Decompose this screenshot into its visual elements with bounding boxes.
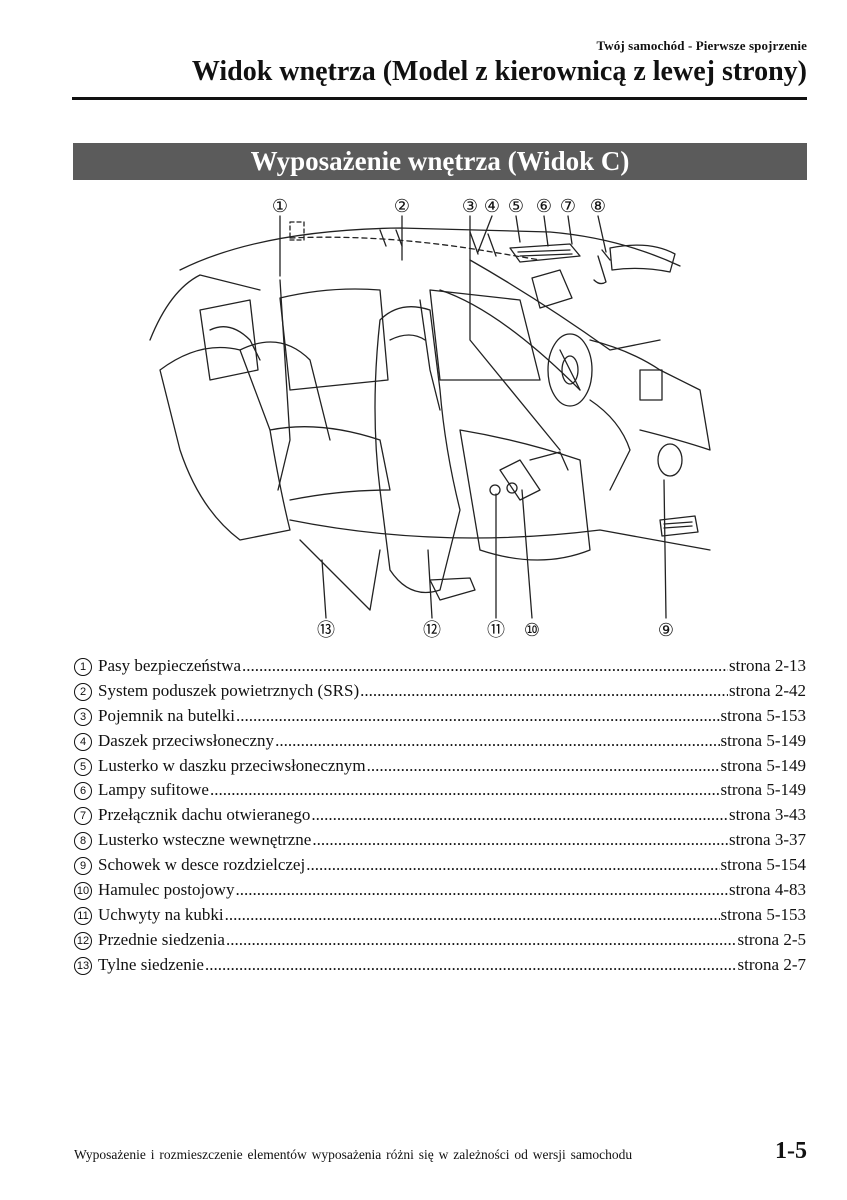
callout-8: ⑧ bbox=[590, 196, 606, 216]
chapter-heading: Twój samochód - Pierwsze spojrzenie bbox=[596, 38, 807, 53]
page-title: Widok wnętrza (Model z kierownicą z lewe… bbox=[191, 56, 807, 87]
callout-12: ⑫ bbox=[423, 620, 441, 640]
legend-item: 3 Pojemnik na butelki strona 5-153 bbox=[74, 704, 806, 729]
title-divider bbox=[72, 97, 807, 100]
legend-page-ref: strona 2-5 bbox=[737, 929, 806, 949]
footer-note: Wyposażenie i rozmieszczenie elementów w… bbox=[74, 1147, 633, 1162]
legend-item: 13 Tylne siedzenie strona 2-7 bbox=[74, 953, 806, 978]
leader-dots bbox=[225, 903, 720, 928]
legend-page-ref: strona 3-37 bbox=[729, 830, 806, 850]
leader-dots bbox=[367, 754, 720, 779]
legend-number: 5 bbox=[74, 757, 92, 776]
legend-label: Tylne siedzenie bbox=[98, 954, 204, 974]
leader-dots bbox=[205, 953, 737, 978]
legend-item: 11 Uchwyty na kubki strona 5-153 bbox=[74, 903, 806, 928]
legend-label: Przełącznik dachu otwieranego bbox=[98, 805, 311, 825]
legend-number: 7 bbox=[74, 807, 92, 826]
legend-page-ref: strona 5-149 bbox=[720, 755, 806, 775]
callout-13: ⑬ bbox=[317, 620, 335, 640]
legend-item: 9 Schowek w desce rozdzielczej strona 5-… bbox=[74, 853, 806, 878]
callout-3: ③ bbox=[462, 196, 478, 216]
legend-page-ref: strona 2-7 bbox=[737, 954, 806, 974]
legend-page-ref: strona 2-13 bbox=[729, 656, 806, 675]
legend-number: 11 bbox=[74, 906, 92, 925]
section-banner: Wyposażenie wnętrza (Widok C) bbox=[73, 143, 807, 180]
legend-page-ref: strona 2-42 bbox=[729, 680, 806, 700]
leader-dots bbox=[311, 803, 728, 828]
legend-number: 1 bbox=[74, 658, 92, 676]
legend-number: 9 bbox=[74, 857, 92, 876]
legend-item: 5 Lusterko w daszku przeciwsłonecznym st… bbox=[74, 754, 806, 779]
legend-number: 3 bbox=[74, 707, 92, 726]
legend-label: Pasy bezpieczeństwa bbox=[98, 656, 242, 675]
callout-9: ⑨ bbox=[658, 620, 674, 640]
legend-label: Lampy sufitowe bbox=[98, 780, 209, 800]
legend-page-ref: strona 5-153 bbox=[720, 904, 806, 924]
leader-dots bbox=[360, 679, 728, 704]
legend-item: 10 Hamulec postojowy strona 4-83 bbox=[74, 878, 806, 903]
component-legend: 1 Pasy bezpieczeństwa strona 2-13 2 Syst… bbox=[74, 654, 806, 978]
legend-item: 6 Lampy sufitowe strona 5-149 bbox=[74, 778, 806, 803]
car-interior-illustration: ① ② ③ ④ ⑤ ⑥ ⑦ ⑧ ⑨ ⑩ ⑪ ⑫ ⑬ bbox=[149, 196, 711, 640]
callout-4: ④ bbox=[484, 196, 500, 216]
callout-10: ⑩ bbox=[524, 620, 540, 640]
legend-item: 7 Przełącznik dachu otwieranego strona 3… bbox=[74, 803, 806, 828]
legend-number: 4 bbox=[74, 732, 92, 751]
legend-label: Pojemnik na butelki bbox=[98, 705, 235, 725]
callout-6: ⑥ bbox=[536, 196, 552, 216]
leader-dots bbox=[242, 654, 728, 679]
legend-page-ref: strona 5-149 bbox=[720, 730, 806, 750]
legend-label: Lusterko wsteczne wewnętrzne bbox=[98, 830, 312, 850]
leader-dots bbox=[236, 704, 720, 729]
legend-label: Przednie siedzenia bbox=[98, 929, 225, 949]
callout-2: ② bbox=[394, 196, 410, 216]
legend-label: Daszek przeciwsłoneczny bbox=[98, 730, 275, 750]
legend-item: 2 System poduszek powietrznych (SRS) str… bbox=[74, 679, 806, 704]
legend-item: 8 Lusterko wsteczne wewnętrzne strona 3-… bbox=[74, 828, 806, 853]
leader-dots bbox=[312, 828, 728, 853]
leader-dots bbox=[226, 928, 737, 953]
legend-number: 12 bbox=[74, 931, 92, 950]
leader-dots bbox=[275, 729, 719, 754]
callout-7: ⑦ bbox=[560, 196, 576, 216]
legend-label: Hamulec postojowy bbox=[98, 880, 235, 900]
legend-number: 13 bbox=[74, 956, 92, 975]
callout-1: ① bbox=[272, 196, 288, 216]
leader-dots bbox=[210, 778, 720, 803]
legend-label: Schowek w desce rozdzielczej bbox=[98, 855, 306, 875]
legend-label: Lusterko w daszku przeciwsłonecznym bbox=[98, 755, 366, 775]
leader-dots bbox=[235, 878, 728, 903]
page-number: 1-5 bbox=[775, 1138, 807, 1164]
callout-5: ⑤ bbox=[508, 196, 524, 216]
legend-page-ref: strona 5-153 bbox=[720, 705, 806, 725]
callout-11: ⑪ bbox=[487, 620, 505, 640]
legend-page-ref: strona 5-149 bbox=[720, 780, 806, 800]
legend-item: 1 Pasy bezpieczeństwa strona 2-13 bbox=[74, 654, 806, 679]
leader-dots bbox=[306, 853, 719, 878]
legend-page-ref: strona 4-83 bbox=[729, 880, 806, 900]
legend-page-ref: strona 3-43 bbox=[729, 805, 806, 825]
legend-number: 10 bbox=[74, 882, 92, 901]
legend-page-ref: strona 5-154 bbox=[720, 855, 806, 875]
legend-number: 2 bbox=[74, 682, 92, 701]
legend-number: 6 bbox=[74, 782, 92, 801]
legend-item: 12 Przednie siedzenia strona 2-5 bbox=[74, 928, 806, 953]
legend-number: 8 bbox=[74, 832, 92, 851]
legend-label: Uchwyty na kubki bbox=[98, 904, 224, 924]
legend-label: System poduszek powietrznych (SRS) bbox=[98, 680, 360, 700]
legend-item: 4 Daszek przeciwsłoneczny strona 5-149 bbox=[74, 729, 806, 754]
